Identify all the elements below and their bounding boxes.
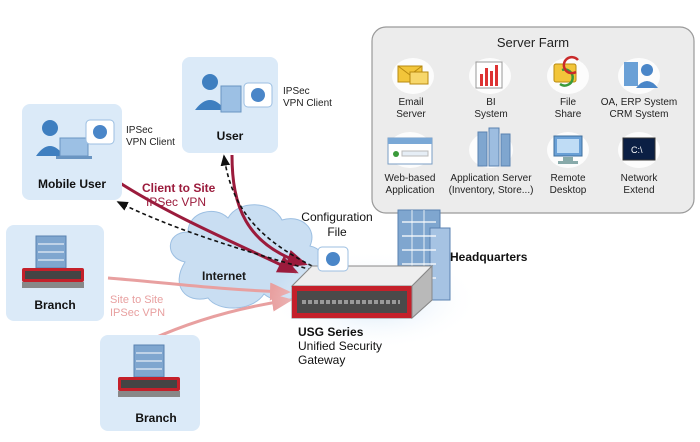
site-to-site-link-upper (107, 276, 291, 301)
network-extend-icon (618, 132, 660, 168)
web-app-label-2: Application (386, 185, 435, 196)
branch-left-building-icon (35, 235, 67, 269)
application-server-icon (469, 127, 513, 168)
client-to-site-link-mobile (119, 181, 299, 274)
branch-bottom-node: Branch (100, 335, 200, 431)
headquarters-label: Headquarters (450, 250, 528, 264)
remote-desktop-label-1: Remote (550, 173, 585, 184)
mobile-vpn-client-icon (85, 119, 115, 145)
user-client-label-2: VPN Client (283, 98, 332, 109)
terminal-prompt: C:\ (631, 145, 643, 155)
branch-left-label: Branch (34, 298, 75, 312)
configuration-file-icon (317, 246, 349, 272)
usg-gateway-device-icon (290, 264, 434, 320)
user-label: User (217, 129, 244, 143)
site-to-site-label-1: Site to Site (110, 294, 163, 306)
remote-desktop-label-2: Desktop (550, 185, 587, 196)
bi-system-label-2: System (474, 109, 507, 120)
branch-bottom-building-icon (133, 344, 165, 378)
mobile-user-person-icon (36, 120, 92, 159)
branch-bottom-firewall-icon (118, 377, 180, 397)
file-share-label-1: File (560, 97, 577, 108)
mobile-client-label-1: IPSec (126, 125, 153, 136)
remote-desktop-icon (547, 132, 589, 168)
oa-erp-crm-icon (618, 58, 660, 94)
mobile-client-label-2: VPN Client (126, 137, 175, 148)
file-share-icon (547, 55, 589, 94)
headquarters-area: Headquarters (270, 209, 528, 350)
network-extend-label-1: Network (621, 173, 659, 184)
email-server-icon (392, 58, 434, 94)
web-app-label-1: Web-based (385, 173, 436, 184)
usg-series-label: USG Series (298, 325, 364, 339)
usg-subtitle-2: Gateway (298, 353, 345, 367)
client-to-site-label-1: Client to Site (142, 181, 216, 195)
site-to-site-label-2: IPSec VPN (110, 307, 165, 319)
vpn-client-icon (243, 82, 273, 108)
user-person-icon (195, 74, 242, 113)
app-server-label-1: Application Server (450, 173, 532, 184)
oa-erp-label-1: OA, ERP System (601, 97, 678, 108)
config-dashed-to-user (220, 154, 313, 267)
usg-subtitle-1: Unified Security (298, 339, 382, 353)
mobile-user-node: Mobile User (22, 104, 122, 200)
user-client-label-1: IPSec (283, 86, 310, 97)
network-extend-label-2: Extend (623, 185, 654, 196)
branch-left-firewall-icon (22, 268, 84, 288)
mobile-user-label: Mobile User (38, 177, 106, 191)
config-file-label-1: Configuration (301, 210, 372, 224)
email-server-label-1: Email (398, 97, 423, 108)
config-dashed-to-mobile (116, 201, 313, 271)
bi-system-icon (469, 58, 511, 94)
email-server-label-2: Server (396, 109, 426, 120)
server-farm-title: Server Farm (497, 35, 569, 50)
user-node: User (182, 57, 278, 153)
file-share-label-2: Share (555, 109, 582, 120)
config-file-label-2: File (327, 225, 347, 239)
oa-erp-label-2: CRM System (610, 109, 669, 120)
branch-left-node: Branch (6, 225, 104, 321)
app-server-label-2: (Inventory, Store...) (449, 185, 534, 196)
server-farm-panel: Server Farm Email (371, 26, 695, 214)
bi-system-label-1: BI (486, 97, 495, 108)
client-to-site-label-2: IPSec VPN (146, 195, 206, 209)
web-application-icon (387, 132, 433, 168)
internet-label: Internet (202, 269, 246, 283)
branch-bottom-label: Branch (135, 411, 176, 425)
